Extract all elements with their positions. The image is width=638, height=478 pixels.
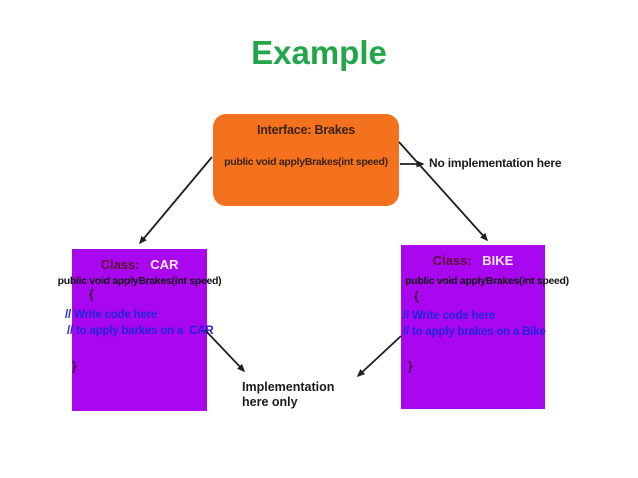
car-comment-2: // to apply barkes on a CAR (67, 325, 214, 337)
car-class-label: Class: (100, 257, 140, 272)
car-class-line: Class: CAR (72, 257, 207, 272)
bike-class-line: Class: BIKE (401, 253, 545, 268)
no-implementation-note: No implementation here (429, 156, 562, 170)
car-class-name: CAR (150, 257, 179, 272)
bike-class-label: Class: (432, 253, 472, 268)
car-method: public void applyBrakes(int speed) (57, 275, 222, 287)
implementation-note-line1: Implementation (242, 380, 335, 394)
slide-title: Example (251, 34, 387, 71)
implementation-note-line2: here only (242, 395, 298, 409)
interface-brakes-box: Interface: Brakes public void applyBrake… (213, 114, 399, 206)
arrow-bike-to-implementation (356, 335, 402, 378)
implementation-note: Implementation here only (242, 380, 334, 410)
interface-box-method: public void applyBrakes(int speed) (224, 156, 388, 168)
bike-class-name: BIKE (482, 253, 514, 268)
bike-open-brace: { (414, 289, 419, 303)
interface-box-heading: Interface: Brakes (256, 123, 356, 137)
arrow-interface-to-car (139, 156, 213, 245)
car-close-brace: } (72, 359, 77, 373)
bike-method: public void applyBrakes(int speed) (405, 275, 569, 287)
car-open-brace: { (89, 287, 94, 301)
car-comment-1: // Write code here (65, 309, 158, 321)
class-car-box: Class: CAR public void applyBrakes(int s… (58, 249, 222, 411)
class-bike-box: Class: BIKE public void applyBrakes(int … (401, 245, 569, 409)
bike-comment-1: // Write code here (403, 310, 496, 322)
bike-close-brace: } (408, 359, 413, 373)
bike-comment-2: // to apply brakes on a Bike (403, 326, 546, 338)
